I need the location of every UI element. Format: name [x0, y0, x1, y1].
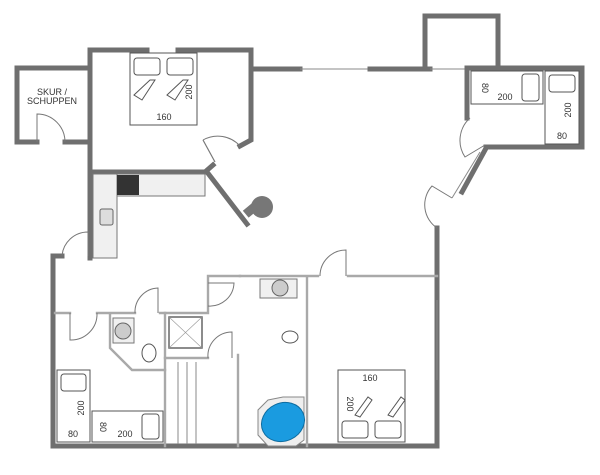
bed1-width-label: 80: [68, 429, 78, 439]
pillow-icon: [166, 57, 194, 76]
blanket-fold-icon: [354, 396, 373, 418]
bath-sink-icon: [271, 279, 289, 297]
bedroom-right-wall: [464, 65, 585, 150]
door-terrace: [424, 185, 453, 229]
bedroom-left-bottom: 200 80 80 200: [56, 369, 164, 443]
pillow-icon: [341, 420, 369, 439]
bedroom-top-wall-bottom: [89, 161, 217, 175]
kitchen: [92, 173, 273, 259]
blanket-fold-icon: [387, 396, 406, 418]
blanket-fold-icon: [166, 79, 189, 101]
porch-bump-wall: [422, 13, 501, 72]
door-leaf: [202, 139, 216, 163]
kitchen-sink-icon: [99, 208, 114, 226]
bathroom: [257, 278, 305, 447]
bedroom-top-wall-right: [175, 47, 254, 150]
door-bedroom-left: [69, 312, 98, 341]
bed1-length-label: 200: [76, 400, 86, 415]
pillow-icon: [141, 413, 160, 440]
pillow-icon: [374, 420, 402, 439]
pillow-icon: [60, 373, 87, 392]
bed2-length-label: 200: [563, 102, 573, 117]
bed-width-label: 160: [156, 112, 171, 122]
bed1-width-label: 80: [480, 83, 490, 93]
bed-length-label: 200: [184, 84, 194, 99]
door-shed: [36, 113, 66, 143]
fireplace-pipe-icon: [242, 203, 258, 218]
wc-wall: [108, 313, 167, 372]
window-diagonal: [451, 151, 481, 199]
wc: [112, 317, 157, 363]
toilet-icon: [141, 343, 157, 363]
diagonal-wall: [203, 168, 251, 228]
shed-label-line2: SCHUPPEN: [27, 96, 77, 106]
door-wc: [134, 287, 159, 314]
pillow-icon: [133, 57, 161, 76]
toilet-icon: [281, 330, 299, 344]
bed-length-label: 200: [345, 396, 355, 411]
pillow-icon: [521, 73, 540, 102]
stairs: [177, 362, 197, 444]
bedroom-top-wall-left: [87, 47, 150, 261]
doors: [36, 113, 486, 359]
hall-wall: [158, 274, 242, 315]
shed-wall: [14, 65, 93, 145]
bed2-length-label: 200: [117, 429, 132, 439]
shower: [168, 316, 203, 349]
bedroom-bottom-right: 160 200: [337, 369, 406, 443]
bedroom-right-top: 80 200 200 80: [470, 70, 580, 145]
walls: [14, 13, 585, 449]
door-bath: [207, 282, 235, 307]
cooktop-icon: [117, 175, 139, 195]
pillow-icon: [548, 74, 576, 93]
bed1-length-label: 200: [497, 92, 512, 102]
diagonal-wall-right: [458, 146, 489, 196]
door-bedroom-bottom: [319, 249, 347, 277]
door-bedroom-top: [202, 135, 241, 147]
bed2-width-label: 80: [98, 422, 108, 432]
door-bedroom-right: [459, 117, 486, 158]
shed-label-line1: SKUR /: [37, 87, 68, 97]
door-stairs: [207, 331, 233, 359]
bedroom-top: 160 200: [129, 52, 198, 126]
bathtub-icon: [261, 401, 305, 443]
stove-fireplace-icon: [251, 196, 273, 218]
door-kitchen: [61, 231, 89, 257]
bed-width-label: 160: [362, 373, 377, 383]
bed2-width-label: 80: [557, 131, 567, 141]
blanket-fold-icon: [133, 79, 156, 101]
wc-basin-icon: [114, 322, 132, 340]
